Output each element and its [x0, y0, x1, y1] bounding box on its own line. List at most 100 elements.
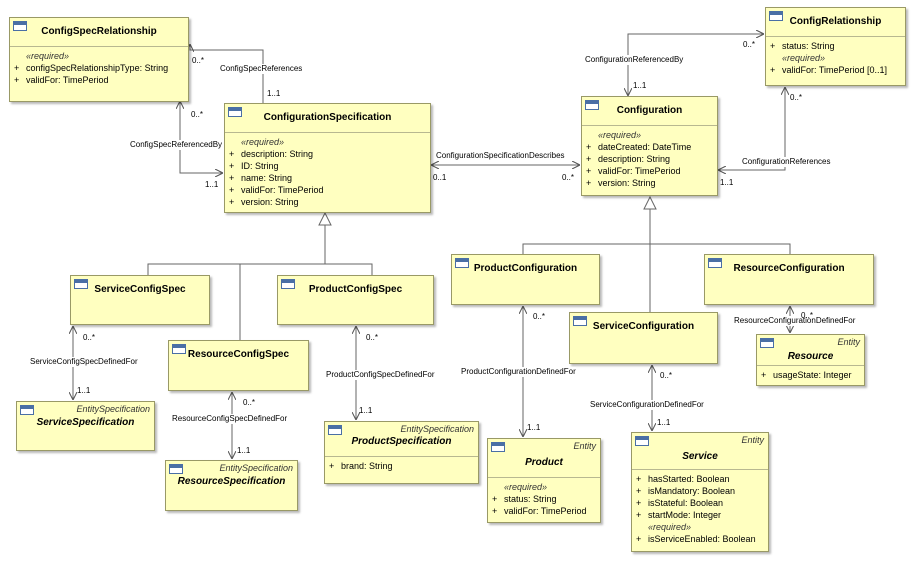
assoc-label-service-configuration-defined-for: ServiceConfigurationDefinedFor	[590, 400, 704, 410]
class-configuration-specification[interactable]: ConfigurationSpecification «required» +d…	[224, 103, 431, 213]
class-config-relationship[interactable]: ConfigRelationship +status: String «requ…	[765, 7, 906, 86]
class-stereotype: Entity	[741, 435, 764, 445]
multiplicity: 1..1	[633, 81, 647, 90]
generalization-triangle-config-spec	[318, 211, 332, 226]
stereotype-block: «required»	[598, 130, 642, 140]
multiplicity: 0..*	[243, 398, 256, 407]
assoc-config-spec-references	[190, 44, 264, 103]
stereotype-block: «required»	[782, 53, 826, 63]
class-name: Resource	[787, 351, 834, 362]
class-icon	[635, 436, 649, 446]
multiplicity: 0..*	[533, 312, 546, 321]
attribute: +validFor: TimePeriod	[14, 75, 109, 85]
class-name: ConfigurationSpecification	[263, 112, 392, 123]
assoc-label-config-spec-referenced-by: ConfigSpecReferencedBy	[130, 140, 223, 150]
attribute: +brand: String	[329, 461, 393, 471]
assoc-label-product-config-spec-defined-for: ProductConfigSpecDefinedFor	[326, 370, 435, 380]
class-name: ResourceSpecification	[177, 476, 286, 487]
class-service[interactable]: Entity Service +hasStarted: Boolean +isM…	[631, 432, 769, 552]
multiplicity: 1..1	[527, 423, 541, 432]
multiplicity: 1..1	[720, 178, 734, 187]
attribute: +hasStarted: Boolean	[636, 474, 730, 484]
attribute: +usageState: Integer	[761, 370, 852, 380]
multiplicity: 1..1	[205, 180, 219, 189]
class-name: ConfigSpecRelationship	[41, 26, 157, 37]
class-icon	[491, 442, 505, 452]
class-stereotype: Entity	[837, 337, 860, 347]
class-resource[interactable]: Entity Resource +usageState: Integer	[756, 334, 865, 386]
assoc-label-configuration-referenced-by: ConfigurationReferencedBy	[585, 55, 684, 65]
class-resource-config-spec[interactable]: ResourceConfigSpec	[168, 340, 309, 391]
attribute: +version: String	[229, 197, 299, 207]
multiplicity: 1..1	[77, 386, 91, 395]
attribute: +version: String	[586, 178, 656, 188]
attribute: +isMandatory: Boolean	[636, 486, 736, 496]
multiplicity: 1..1	[359, 406, 373, 415]
class-icon	[585, 100, 599, 110]
assoc-label-configuration-references: ConfigurationReferences	[742, 157, 831, 167]
multiplicity: 1..1	[237, 446, 251, 455]
assoc-label-service-config-spec-defined-for: ServiceConfigSpecDefinedFor	[30, 357, 138, 367]
multiplicity: 1..1	[267, 89, 281, 98]
class-product-config-spec[interactable]: ProductConfigSpec	[277, 275, 434, 325]
class-icon	[169, 464, 183, 474]
class-icon	[328, 425, 342, 435]
attribute: +ID: String	[229, 161, 279, 171]
class-name: ResourceConfiguration	[733, 263, 845, 274]
generalization-triangle-configuration	[643, 195, 657, 210]
class-icon	[708, 258, 722, 268]
attribute: +description: String	[586, 154, 671, 164]
multiplicity: 0..*	[562, 173, 575, 182]
class-configuration[interactable]: Configuration «required» +dateCreated: D…	[581, 96, 718, 196]
class-name: Service	[682, 451, 718, 462]
class-icon	[573, 316, 587, 326]
class-service-specification[interactable]: EntitySpecification ServiceSpecification	[16, 401, 155, 451]
attribute: +isServiceEnabled: Boolean	[636, 534, 756, 544]
assoc-label-product-configuration-defined-for: ProductConfigurationDefinedFor	[461, 367, 576, 377]
class-name: ServiceConfiguration	[592, 321, 695, 332]
class-icon	[74, 279, 88, 289]
generalization-configuration	[522, 209, 791, 312]
class-name: ProductSpecification	[351, 436, 452, 447]
class-name: ServiceSpecification	[36, 417, 135, 428]
class-stereotype: EntitySpecification	[400, 424, 474, 434]
multiplicity: 0..*	[192, 56, 205, 65]
multiplicity: 0..*	[366, 333, 379, 342]
class-icon	[281, 279, 295, 289]
assoc-label-resource-configuration-defined-for: ResourceConfigurationDefinedFor	[734, 316, 856, 326]
class-service-config-spec[interactable]: ServiceConfigSpec	[70, 275, 210, 325]
attribute: +status: String	[492, 494, 557, 504]
class-name: ProductConfiguration	[473, 263, 578, 274]
class-stereotype: Entity	[573, 441, 596, 451]
class-product[interactable]: Entity Product «required» +status: Strin…	[487, 438, 601, 523]
attribute: +validFor: TimePeriod	[229, 185, 324, 195]
assoc-configuration-referenced-by	[628, 34, 764, 96]
multiplicity: 0..*	[83, 333, 96, 342]
assoc-config-spec-referenced-by	[180, 101, 223, 173]
attribute: +validFor: TimePeriod	[492, 506, 587, 516]
class-name: ConfigRelationship	[789, 16, 882, 27]
attribute: +validFor: TimePeriod	[586, 166, 681, 176]
class-service-configuration[interactable]: ServiceConfiguration	[569, 312, 718, 364]
class-name: ServiceConfigSpec	[94, 284, 186, 295]
assoc-label-config-spec-references: ConfigSpecReferences	[220, 64, 303, 74]
class-resource-specification[interactable]: EntitySpecification ResourceSpecificatio…	[165, 460, 298, 511]
class-icon	[760, 338, 774, 348]
class-icon	[13, 21, 27, 31]
class-product-configuration[interactable]: ProductConfiguration	[451, 254, 600, 305]
multiplicity: 0..*	[801, 311, 814, 320]
multiplicity: 0..*	[743, 40, 756, 49]
class-resource-configuration[interactable]: ResourceConfiguration	[704, 254, 874, 305]
generalization-config-spec	[147, 225, 373, 340]
attribute: +name: String	[229, 173, 293, 183]
class-name: Product	[525, 457, 563, 468]
class-config-spec-relationship[interactable]: ConfigSpecRelationship «required» +confi…	[9, 17, 189, 102]
multiplicity: 1..1	[657, 418, 671, 427]
attribute: +validFor: TimePeriod [0..1]	[770, 65, 888, 75]
class-icon	[455, 258, 469, 268]
class-icon	[20, 405, 34, 415]
multiplicity: 0..1	[433, 173, 447, 182]
multiplicity: 0..*	[191, 110, 204, 119]
class-product-specification[interactable]: EntitySpecification ProductSpecification…	[324, 421, 479, 484]
class-name: Configuration	[616, 105, 683, 116]
